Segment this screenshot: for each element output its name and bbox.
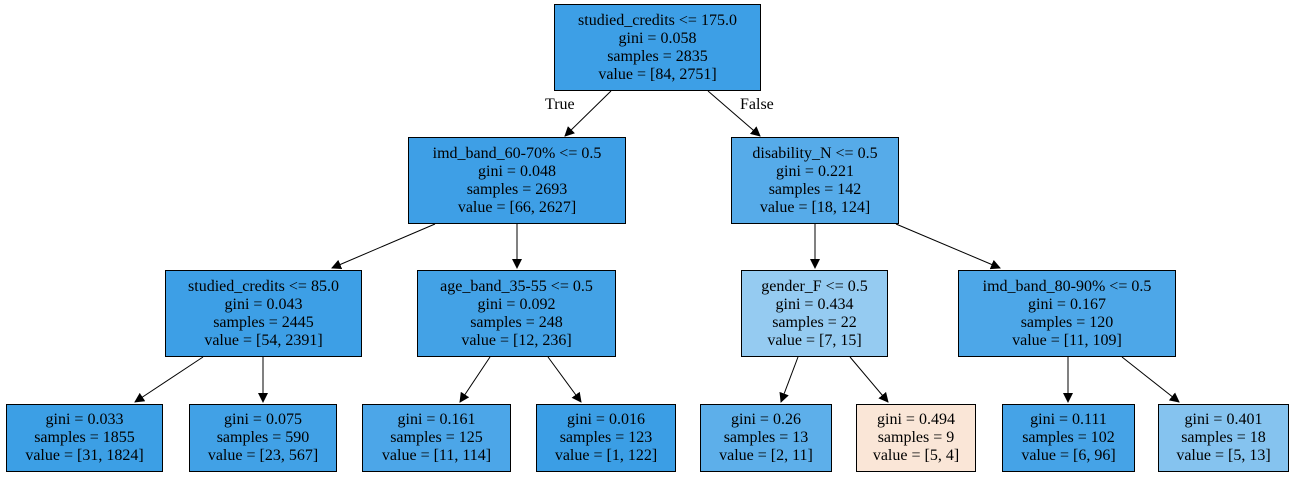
node-samples: samples = 2835: [607, 47, 708, 65]
node-gini: gini = 0.434: [775, 295, 854, 313]
node-gini: gini = 0.075: [224, 411, 302, 428]
node-samples: samples = 142: [768, 180, 862, 198]
node-gini: gini = 0.221: [776, 162, 854, 180]
node-split-condition: studied_credits <= 175.0: [578, 11, 737, 29]
tree-node-gender-f: gender_F <= 0.5 gini = 0.434 samples = 2…: [741, 270, 888, 357]
node-gini: gini = 0.043: [224, 295, 303, 313]
node-gini: gini = 0.092: [477, 295, 556, 313]
node-value: value = [11, 109]: [1012, 331, 1122, 349]
tree-leaf-node: gini = 0.075 samples = 590 value = [23, …: [189, 404, 337, 472]
tree-node-imd-band-60-70: imd_band_60-70% <= 0.5 gini = 0.048 samp…: [408, 137, 626, 224]
node-samples: samples = 1855: [34, 429, 135, 446]
node-gini: gini = 0.111: [1030, 411, 1107, 428]
tree-leaf-node: gini = 0.401 samples = 18 value = [5, 13…: [1158, 404, 1289, 472]
node-samples: samples = 2693: [466, 180, 568, 198]
node-samples: samples = 123: [559, 429, 653, 446]
node-gini: gini = 0.161: [397, 411, 476, 428]
node-value: value = [1, 122]: [554, 447, 658, 464]
node-samples: samples = 590: [216, 429, 310, 446]
node-samples: samples = 2445: [213, 313, 314, 331]
tree-leaf-node: gini = 0.016 samples = 123 value = [1, 1…: [536, 404, 676, 472]
node-value: value = [18, 124]: [759, 198, 871, 216]
node-value: value = [84, 2751]: [598, 65, 717, 83]
edge-n5-n12: [849, 356, 889, 403]
node-value: value = [11, 114]: [381, 447, 492, 464]
edge-n0-n2: [707, 90, 761, 137]
node-value: value = [12, 236]: [461, 331, 572, 349]
node-value: value = [31, 1824]: [25, 447, 144, 464]
edge-n3-n7: [134, 356, 204, 403]
node-samples: samples = 18: [1181, 429, 1266, 446]
node-split-condition: studied_credits <= 85.0: [188, 277, 339, 295]
node-split-condition: age_band_35-55 <= 0.5: [440, 277, 593, 295]
node-gini: gini = 0.494: [877, 411, 955, 428]
node-samples: samples = 125: [390, 429, 483, 446]
tree-node-root: studied_credits <= 175.0 gini = 0.058 sa…: [554, 4, 761, 91]
tree-node-studied-credits-85: studied_credits <= 85.0 gini = 0.043 sam…: [165, 270, 362, 357]
node-value: value = [66, 2627]: [457, 198, 577, 216]
tree-node-imd-band-80-90: imd_band_80-90% <= 0.5 gini = 0.167 samp…: [958, 270, 1176, 357]
node-value: value = [6, 96]: [1021, 447, 1116, 464]
node-value: value = [7, 15]: [767, 331, 862, 349]
node-samples: samples = 248: [470, 313, 563, 331]
edge-label-true: True: [545, 96, 575, 113]
node-samples: samples = 102: [1022, 429, 1115, 446]
edge-n4-n10: [547, 356, 582, 403]
tree-leaf-node: gini = 0.26 samples = 13 value = [2, 11]: [700, 404, 832, 472]
edge-label-false: False: [740, 96, 774, 113]
node-value: value = [54, 2391]: [204, 331, 323, 349]
node-gini: gini = 0.167: [1028, 295, 1106, 313]
node-gini: gini = 0.26: [731, 411, 801, 428]
edge-n6-n14: [1121, 356, 1180, 403]
node-samples: samples = 120: [1020, 313, 1114, 331]
node-split-condition: gender_F <= 0.5: [761, 277, 868, 295]
node-value: value = [5, 13]: [1176, 447, 1271, 464]
edge-n4-n9: [459, 356, 491, 403]
node-gini: gini = 0.401: [1184, 411, 1263, 428]
edge-n0-n1: [564, 90, 612, 137]
node-samples: samples = 22: [772, 313, 857, 331]
node-gini: gini = 0.033: [45, 411, 124, 428]
tree-leaf-node: gini = 0.111 samples = 102 value = [6, 9…: [1002, 404, 1135, 472]
edge-n2-n6: [895, 223, 1001, 270]
tree-leaf-node: gini = 0.494 samples = 9 value = [5, 4]: [856, 404, 976, 472]
node-gini: gini = 0.058: [618, 29, 697, 47]
node-split-condition: disability_N <= 0.5: [752, 144, 878, 162]
node-samples: samples = 9: [877, 429, 955, 446]
node-value: value = [23, 567]: [207, 447, 319, 464]
node-value: value = [2, 11]: [719, 447, 813, 464]
node-split-condition: imd_band_80-90% <= 0.5: [982, 277, 1152, 295]
node-value: value = [5, 4]: [872, 447, 960, 464]
edge-n1-n3: [331, 223, 436, 270]
node-gini: gini = 0.048: [478, 162, 556, 180]
node-gini: gini = 0.016: [567, 411, 645, 428]
tree-leaf-node: gini = 0.161 samples = 125 value = [11, …: [362, 404, 511, 472]
tree-node-age-band-35-55: age_band_35-55 <= 0.5 gini = 0.092 sampl…: [417, 270, 616, 357]
tree-leaf-node: gini = 0.033 samples = 1855 value = [31,…: [6, 404, 163, 472]
edge-n5-n11: [779, 356, 799, 403]
tree-node-disability-n: disability_N <= 0.5 gini = 0.221 samples…: [731, 137, 899, 224]
node-split-condition: imd_band_60-70% <= 0.5: [432, 144, 602, 162]
node-samples: samples = 13: [723, 429, 809, 446]
